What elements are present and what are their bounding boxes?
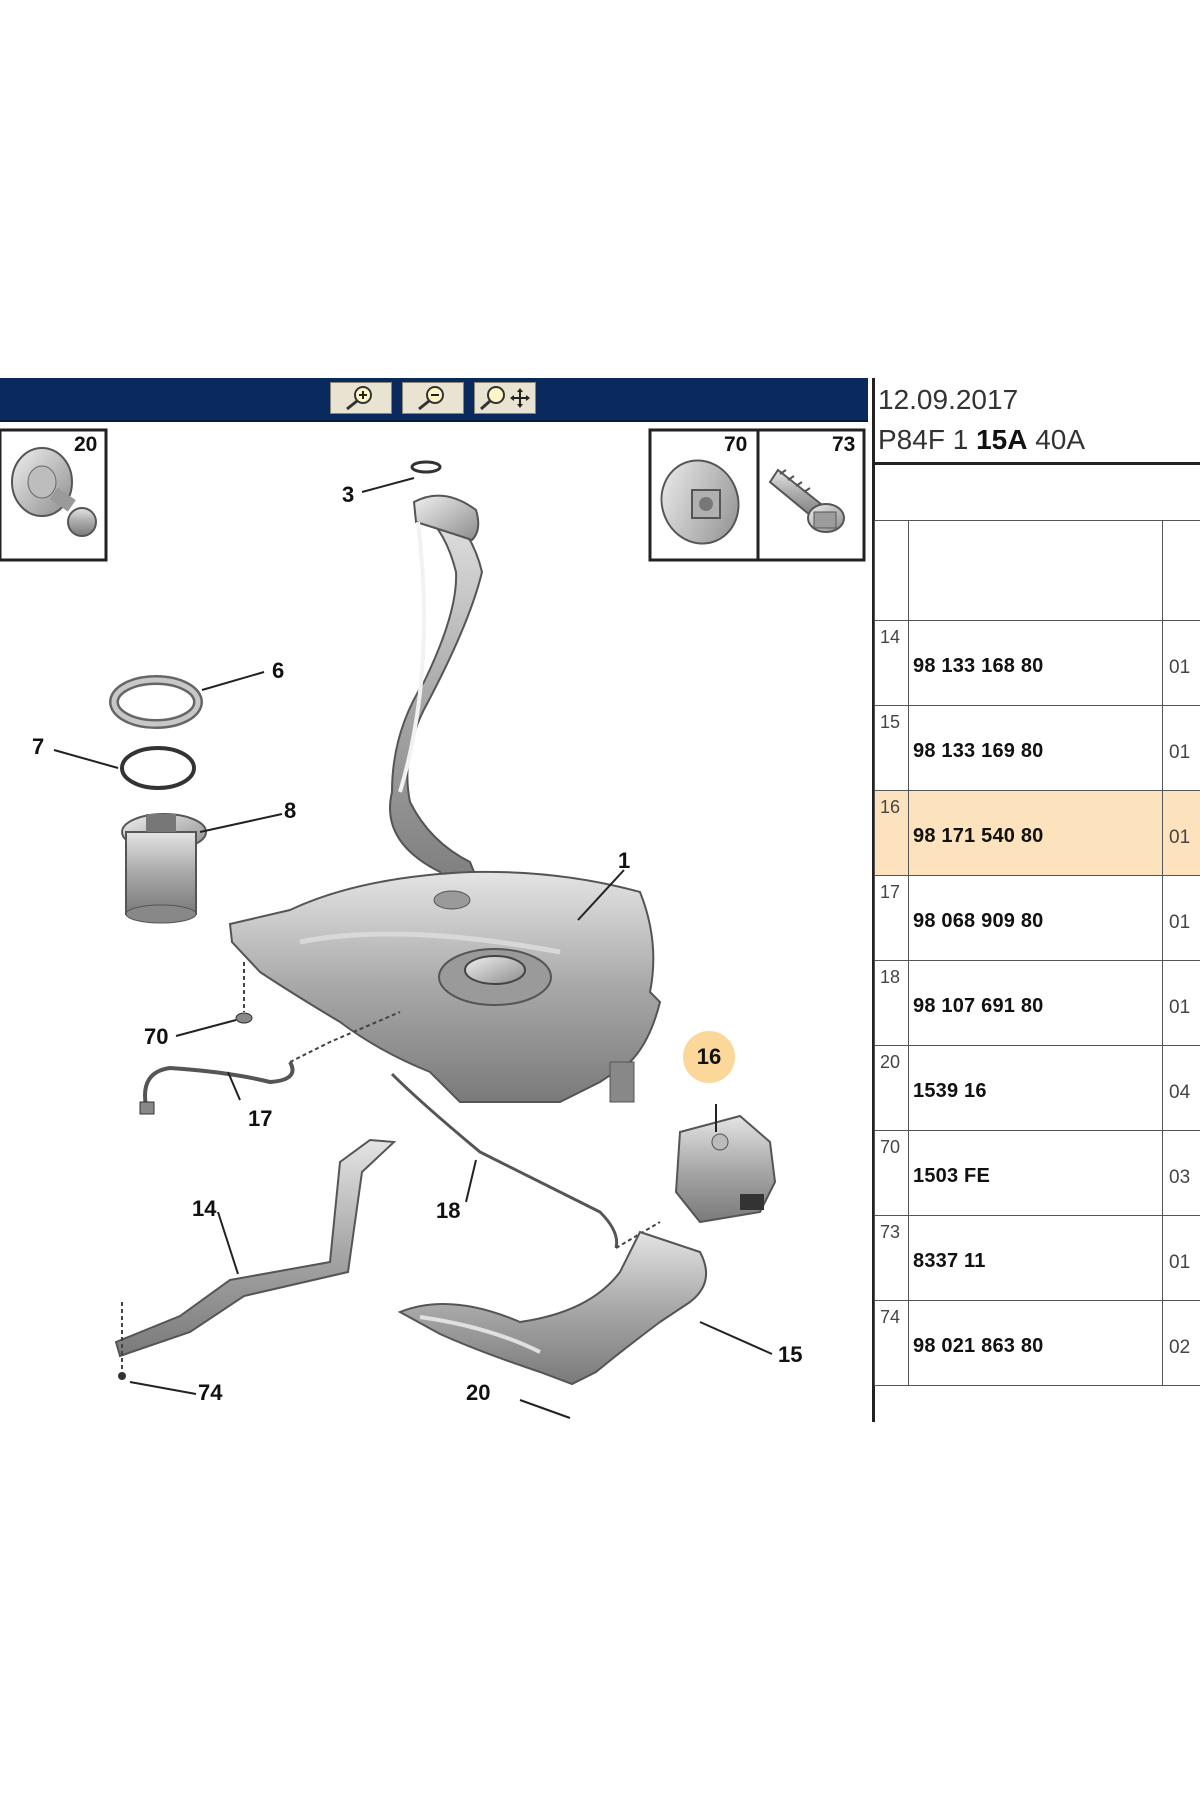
magnifier-plus-icon bbox=[346, 386, 372, 411]
part-reference[interactable]: 98 171 540 80 bbox=[908, 790, 1163, 876]
callout-16-highlighted[interactable]: 16 bbox=[683, 1031, 735, 1083]
part-quantity: 02 bbox=[1162, 1300, 1200, 1386]
zoom-in-button[interactable] bbox=[330, 382, 392, 414]
ref-bold: 15A bbox=[976, 424, 1028, 455]
tank-strap-part bbox=[114, 1138, 397, 1380]
callout-17[interactable]: 17 bbox=[248, 1106, 273, 1131]
part-index: 15 bbox=[874, 705, 909, 791]
part-reference[interactable]: 98 133 169 80 bbox=[908, 705, 1163, 791]
part-quantity: 04 bbox=[1162, 1045, 1200, 1131]
part-index: 70 bbox=[874, 1130, 909, 1216]
ref-prefix: P84F 1 bbox=[878, 424, 969, 455]
callout-8[interactable]: 8 bbox=[284, 798, 297, 823]
part-quantity: 01 bbox=[1162, 875, 1200, 961]
exploded-parts-diagram: 20 70 73 3 6 7 8 1 70 17 14 18 15 74 20 bbox=[0, 422, 868, 1422]
inset-label-70: 70 bbox=[724, 433, 748, 456]
table-row[interactable]: 74 98 021 863 80 02 bbox=[874, 1300, 1200, 1386]
catalog-date: 12.09.2017 bbox=[878, 384, 1019, 415]
table-header-row bbox=[874, 520, 1200, 621]
ref-suffix: 40A bbox=[1035, 424, 1086, 455]
washer-nut-icon bbox=[660, 459, 740, 545]
inset-label-73: 73 bbox=[832, 433, 856, 456]
panel-header-rule bbox=[874, 462, 1200, 465]
filler-neck-part bbox=[389, 460, 484, 904]
callout-1[interactable]: 1 bbox=[618, 848, 631, 873]
part-quantity: 01 bbox=[1162, 960, 1200, 1046]
part-reference[interactable]: 8337 11 bbox=[908, 1215, 1163, 1301]
part-reference[interactable]: 98 068 909 80 bbox=[908, 875, 1163, 961]
lock-ring-part bbox=[109, 675, 203, 729]
tank-bolt-part bbox=[235, 962, 253, 1024]
inset-box-70 bbox=[648, 428, 760, 562]
fuel-system-drawing bbox=[0, 428, 866, 1386]
push-clip-icon bbox=[11, 447, 97, 537]
inset-box-20 bbox=[0, 428, 108, 562]
diagram-toolbar bbox=[0, 378, 868, 422]
part-reference[interactable]: 98 021 863 80 bbox=[908, 1300, 1163, 1386]
callout-15[interactable]: 15 bbox=[778, 1342, 803, 1367]
zoom-pan-button[interactable] bbox=[474, 382, 536, 414]
part-quantity: 01 bbox=[1162, 790, 1200, 876]
callout-20[interactable]: 20 bbox=[466, 1380, 491, 1405]
table-row-selected[interactable]: 16 98 171 540 80 01 bbox=[874, 790, 1200, 876]
part-reference[interactable]: 1503 FE bbox=[908, 1130, 1163, 1216]
vent-pipe-part bbox=[139, 1011, 401, 1115]
part-index: 18 bbox=[874, 960, 909, 1046]
callout-3[interactable]: 3 bbox=[342, 482, 355, 507]
zoom-out-button[interactable] bbox=[402, 382, 464, 414]
magnifier-minus-icon bbox=[418, 386, 444, 411]
callout-7[interactable]: 7 bbox=[32, 734, 45, 759]
flange-bolt-icon bbox=[768, 468, 845, 533]
catalog-reference: P84F 1 15A 40A bbox=[878, 424, 1085, 456]
callout-14[interactable]: 14 bbox=[192, 1196, 217, 1221]
canister-part bbox=[674, 1114, 777, 1224]
part-quantity: 01 bbox=[1162, 705, 1200, 791]
fuel-tank-part bbox=[228, 870, 662, 1103]
part-quantity: 01 bbox=[1162, 1215, 1200, 1301]
table-row[interactable]: 18 98 107 691 80 01 bbox=[874, 960, 1200, 1046]
part-reference[interactable]: 98 107 691 80 bbox=[908, 960, 1163, 1046]
table-row[interactable]: 17 98 068 909 80 01 bbox=[874, 875, 1200, 961]
part-index: 16 bbox=[874, 790, 909, 876]
part-index: 17 bbox=[874, 875, 909, 961]
inset-box-73 bbox=[756, 428, 866, 562]
panel-divider bbox=[872, 378, 875, 1422]
magnifier-move-icon bbox=[480, 386, 530, 411]
fuel-pump-module-part bbox=[121, 813, 207, 924]
part-index: 14 bbox=[874, 620, 909, 706]
table-row[interactable]: 14 98 133 168 80 01 bbox=[874, 620, 1200, 706]
part-quantity: 03 bbox=[1162, 1130, 1200, 1216]
part-index: 20 bbox=[874, 1045, 909, 1131]
fuel-line-part bbox=[390, 1072, 661, 1249]
table-row[interactable]: 73 8337 11 01 bbox=[874, 1215, 1200, 1301]
callout-18[interactable]: 18 bbox=[436, 1198, 461, 1223]
callout-6[interactable]: 6 bbox=[272, 658, 285, 683]
callout-74[interactable]: 74 bbox=[198, 1380, 223, 1405]
table-row[interactable]: 70 1503 FE 03 bbox=[874, 1130, 1200, 1216]
table-row[interactable]: 20 1539 16 04 bbox=[874, 1045, 1200, 1131]
part-index: 74 bbox=[874, 1300, 909, 1386]
part-quantity: 01 bbox=[1162, 620, 1200, 706]
heat-shield-part bbox=[397, 1230, 708, 1386]
part-index: 73 bbox=[874, 1215, 909, 1301]
parts-table: 14 98 133 168 80 01 15 98 133 169 80 01 … bbox=[874, 520, 1200, 1386]
part-reference[interactable]: 98 133 168 80 bbox=[908, 620, 1163, 706]
inset-label-20: 20 bbox=[74, 433, 98, 456]
table-row[interactable]: 15 98 133 169 80 01 bbox=[874, 705, 1200, 791]
part-reference[interactable]: 1539 16 bbox=[908, 1045, 1163, 1131]
callout-70[interactable]: 70 bbox=[144, 1024, 169, 1049]
o-ring-part bbox=[120, 746, 196, 790]
